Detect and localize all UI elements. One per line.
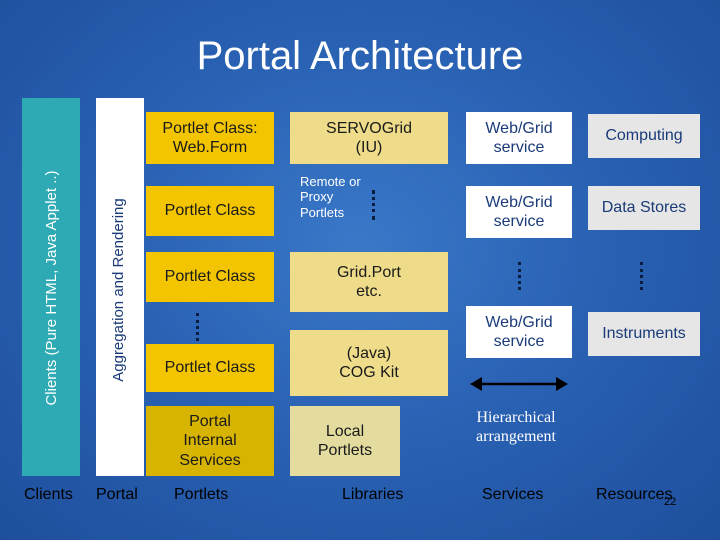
footer-resources: Resources [596, 486, 673, 503]
footer-portal: Portal [96, 486, 138, 503]
services-ellipsis [518, 262, 521, 290]
clients-bar-label: Clients (Pure HTML, Java Applet ..) [43, 170, 60, 406]
resource-computing: Computing [588, 114, 700, 158]
clients-bar [22, 98, 80, 476]
page-number: 22 [664, 496, 677, 508]
remote-ellipsis [372, 190, 375, 220]
portlet-class-1: Portlet Class [146, 186, 274, 236]
portlet-webform: Portlet Class: Web.Form [146, 112, 274, 164]
footer-clients: Clients [24, 486, 73, 503]
servogrid-library: SERVOGrid (IU) [290, 112, 448, 164]
web-grid-service-1: Web/Grid service [466, 112, 572, 164]
local-portlets: Local Portlets [290, 406, 400, 476]
resource-instruments: Instruments [588, 312, 700, 356]
portlet-ellipsis [196, 313, 199, 341]
portlet-class-3: Portlet Class [146, 344, 274, 392]
cogkit-library: (Java) COG Kit [290, 330, 448, 396]
resource-data-stores: Data Stores [588, 186, 700, 230]
footer-portlets: Portlets [174, 486, 229, 503]
remote-proxy-portlets: Remote or Proxy Portlets [300, 173, 361, 220]
portlet-class-2: Portlet Class [146, 252, 274, 302]
web-grid-service-3: Web/Grid service [466, 306, 572, 358]
footer-libraries: Libraries [342, 486, 404, 503]
aggregation-bar-label: Aggregation and Rendering [110, 198, 127, 382]
resources-ellipsis [640, 262, 643, 290]
aggregation-bar [96, 98, 144, 476]
footer-services: Services [482, 486, 544, 503]
gridport-library: Grid.Port etc. [290, 252, 448, 312]
web-grid-service-2: Web/Grid service [466, 186, 572, 238]
double-arrow-icon [470, 377, 568, 391]
hierarchical-arrangement-label: Hierarchical arrangement [476, 408, 556, 445]
page-title: Portal Architecture [196, 34, 524, 78]
portal-internal-services: Portal Internal Services [146, 406, 274, 476]
